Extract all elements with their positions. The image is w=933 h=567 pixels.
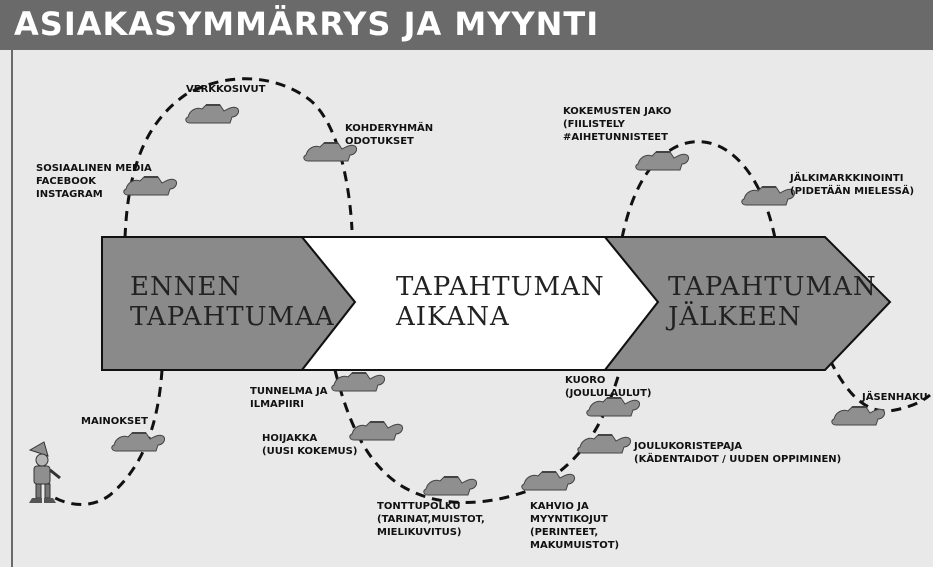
elf-figure-icon — [28, 441, 61, 503]
phase-during-label: TAPAHTUMAN AIKANA — [396, 272, 605, 332]
label-experience-sharing: KOKEMUSTEN JAKO (FIILISTELY #AIHETUNNIST… — [563, 106, 672, 143]
label-cafe: KAHVIO JA MYYNTIKOJUT (PERINTEET, MAKUMU… — [530, 501, 620, 551]
label-choir: KUORO (JOULULAULUT) — [565, 375, 652, 399]
label-member-recruitment: JÄSENHAKU — [862, 392, 928, 403]
elf-shoe-icon — [740, 186, 796, 206]
phase-after-shape — [602, 236, 892, 371]
label-hoijakka: HOIJAKKA (UUSI KOKEMUS) — [262, 433, 358, 457]
title-banner: ASIAKASYMMÄRRYS JA MYYNTI — [0, 0, 933, 50]
journey-diagram — [28, 77, 931, 506]
phase-before-label: ENNEN TAPAHTUMAA — [130, 272, 335, 332]
path-after-top — [620, 140, 777, 239]
elf-shoe-icon — [422, 476, 478, 496]
elf-shoe-icon — [585, 397, 641, 417]
label-atmosphere: TUNNELMA JA ILMAPIIRI — [250, 386, 328, 410]
phase-after-label: TAPAHTUMAN JÄLKEEN — [668, 272, 877, 332]
elf-shoe-icon — [330, 372, 386, 392]
left-border — [11, 50, 13, 567]
label-social-media: SOSIAALINEN MEDIA FACEBOOK INSTAGRAM — [36, 163, 152, 200]
label-target-group: KOHDERYHMÄN ODOTUKSET — [345, 123, 434, 147]
elf-shoe-icon — [184, 104, 240, 124]
label-decoration-workshop: JOULUKORISTEPAJA (KÄDENTAIDOT / UUDEN OP… — [634, 441, 842, 465]
label-websites: VERKKOSIVUT — [186, 84, 266, 95]
elf-shoe-icon — [520, 471, 576, 491]
elf-shoe-icon — [348, 421, 404, 441]
elf-shoe-icon — [830, 406, 886, 426]
label-ads: MAINOKSET — [81, 416, 148, 427]
elf-shoe-icon — [110, 432, 166, 452]
path-after-bottom — [828, 359, 931, 413]
page-title: ASIAKASYMMÄRRYS JA MYYNTI — [14, 5, 600, 43]
elf-shoe-icon — [634, 151, 690, 171]
label-elf-path: TONTTUPOLKU (TARINAT,MUISTOT, MIELIKUVIT… — [377, 501, 485, 538]
path-before-bottom — [49, 369, 164, 506]
phase-arrow — [101, 236, 892, 371]
label-aftermarketing: JÄLKIMARKKINOINTI (PIDETÄÄN MIELESSÄ) — [790, 173, 915, 197]
elf-shoe-icon — [576, 434, 632, 454]
